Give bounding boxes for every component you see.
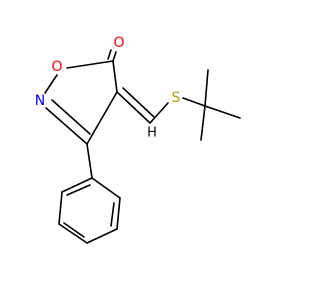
- bond-c3-phenyl: [86, 143, 93, 179]
- sulfur-label: S: [172, 90, 181, 106]
- bond-ph-inner-b: [63, 222, 85, 238]
- bond-tbu-methyl-top: [204, 69, 209, 107]
- bond-c4-ch: [116, 91, 151, 124]
- bond-o1-c5: [66, 60, 114, 69]
- bond-c5-carbonyl-double: [107, 49, 112, 60]
- bond-ch-s: [149, 102, 169, 124]
- bond-ph-6-1: [61, 177, 93, 193]
- chemical-structure-diagram: O O N S H: [34, 35, 241, 244]
- bond-tbu-methyl-bottom: [200, 105, 206, 141]
- bond-c4-ch-double: [122, 87, 155, 118]
- bond-ph-4-5: [58, 223, 88, 244]
- bond-ph-3-4: [86, 228, 118, 244]
- bond-ph-inner-c: [66, 184, 91, 196]
- bond-ph-inner-a: [110, 202, 115, 227]
- ring-oxygen-label: O: [51, 59, 62, 75]
- bond-tbu-methyl-right: [204, 105, 241, 119]
- bond-s-ctbu: [182, 97, 206, 107]
- bond-c3-c4: [86, 91, 118, 145]
- bond-n2-c3-double: [51, 99, 91, 135]
- nitrogen-label: N: [35, 93, 45, 109]
- bond-n2-c3: [45, 107, 88, 145]
- bond-ph-5-6: [58, 191, 63, 225]
- bond-c5-carbonyl: [112, 51, 117, 62]
- bond-ph-2-3: [116, 197, 121, 230]
- molecule-drawing: O O N S H: [35, 35, 241, 244]
- bond-o1-n2: [44, 74, 58, 94]
- vinyl-hydrogen-label: H: [147, 126, 157, 141]
- bond-c4-c5: [112, 60, 118, 93]
- carbonyl-oxygen-label: O: [113, 35, 124, 51]
- bond-ph-1-2: [91, 177, 121, 199]
